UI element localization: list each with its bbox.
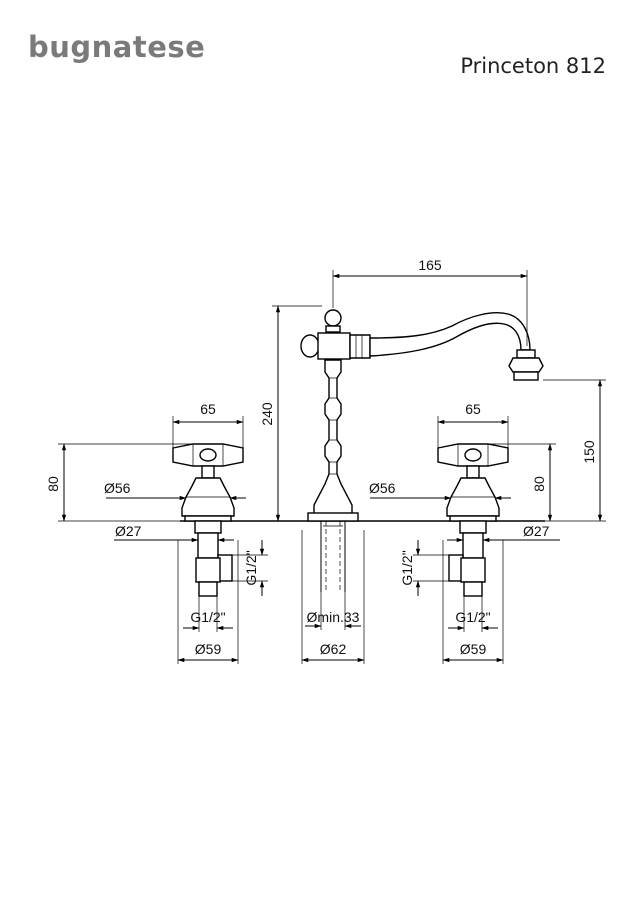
dim-spout-height: 150 [581,440,597,464]
dim-left-shank: Ø27 [115,523,142,539]
product-title: Princeton 812 [460,54,606,78]
dim-right-handle-width: 65 [465,401,481,417]
dim-left-flange: Ø56 [104,480,131,496]
dim-right-bottom-thread: G1/2" [455,609,490,625]
dim-center-base: Ø62 [320,641,347,657]
dim-left-bottom-thread: G1/2" [190,609,225,625]
left-valve [172,443,244,597]
spout-shank [320,521,346,592]
brand-logo: bugnatese [28,30,206,64]
dim-left-base: Ø59 [195,641,222,657]
dim-left-handle-height: 80 [45,476,61,492]
spout-body [300,309,544,522]
dim-center-hole: Ømin.33 [307,609,360,625]
dimension-lines [58,270,606,664]
dim-left-handle-width: 65 [200,401,216,417]
dim-right-handle-height: 80 [531,476,547,492]
dim-right-shank: Ø27 [523,523,550,539]
dim-right-base: Ø59 [460,641,487,657]
dim-spout-reach: 165 [418,257,442,273]
dim-right-side-thread: G1/2" [399,550,415,585]
dim-left-side-thread: G1/2" [243,550,259,585]
dim-right-flange: Ø56 [369,480,396,496]
right-valve [437,443,509,597]
dim-total-height: 240 [259,402,275,426]
